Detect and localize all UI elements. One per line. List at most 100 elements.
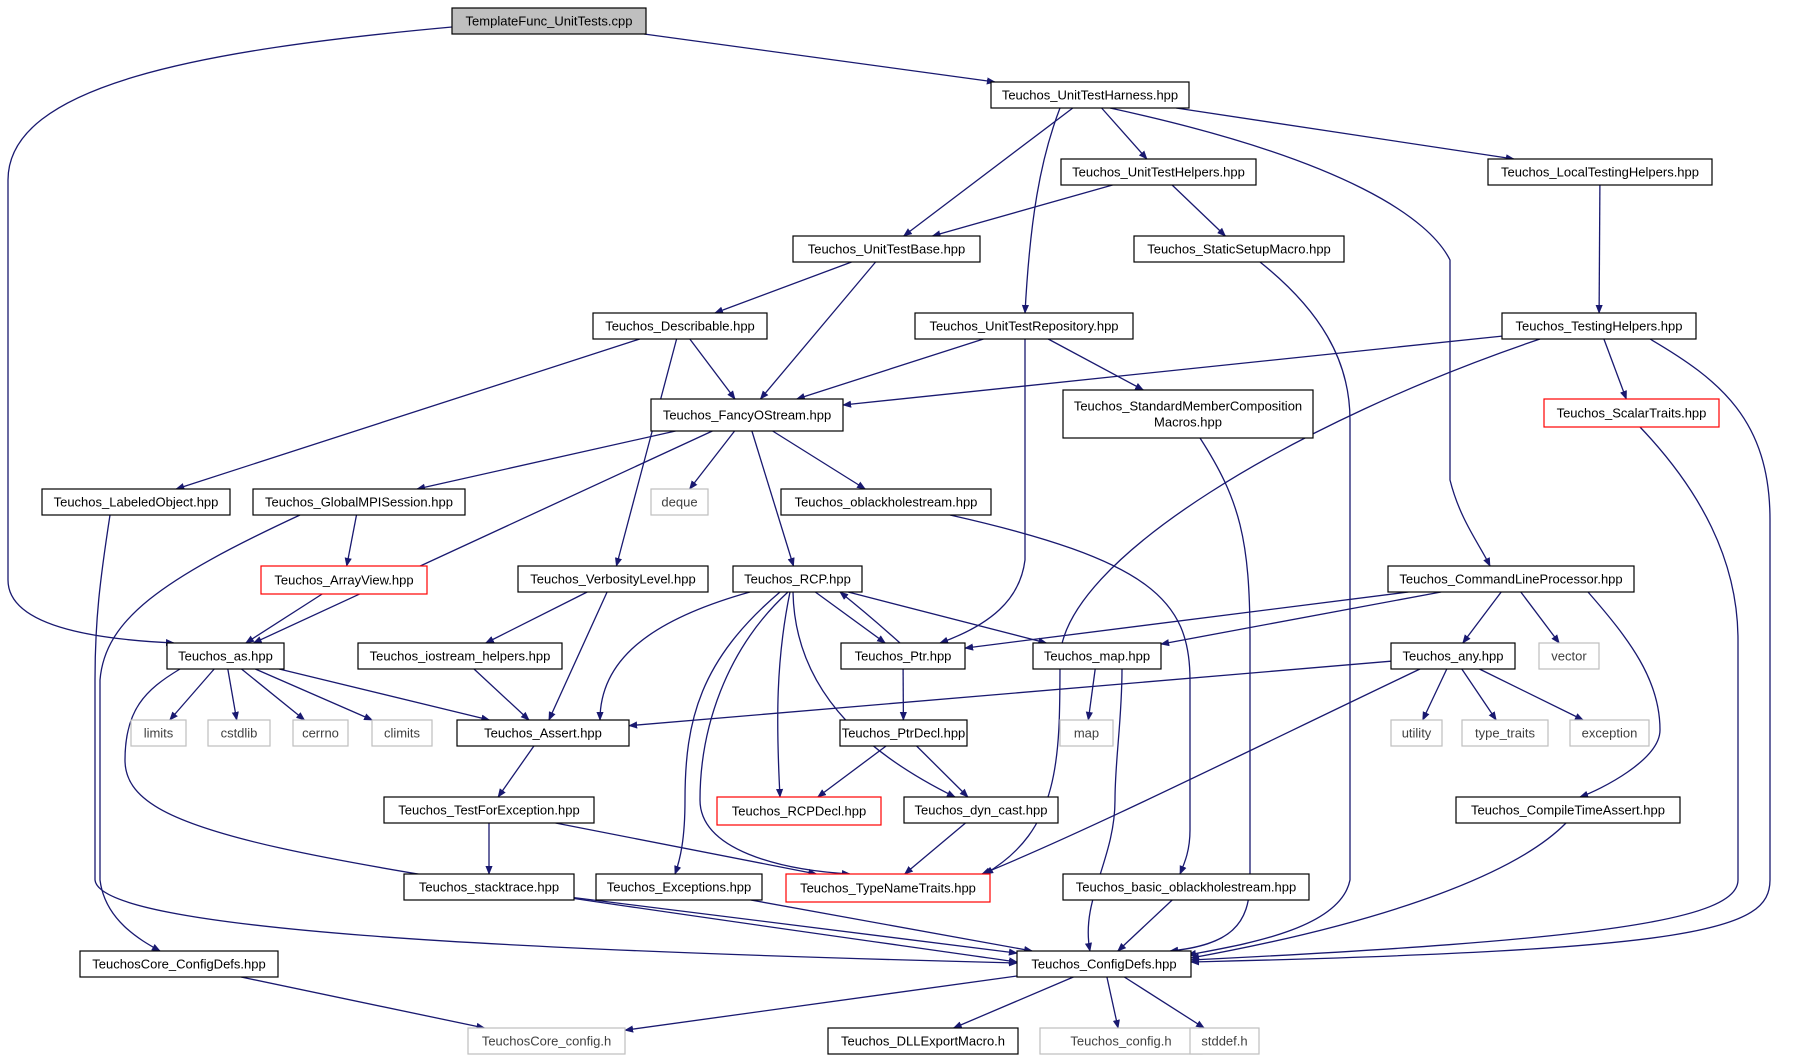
node-n43[interactable]: Teuchos_TypeNameTraits.hpp bbox=[785, 873, 991, 903]
node-label: utility bbox=[1402, 726, 1432, 741]
edge-n40-n46 bbox=[1190, 822, 1567, 961]
node-n27: limits bbox=[130, 719, 187, 747]
edge-n21-n46 bbox=[124, 668, 1018, 965]
node-n28: cstdlib bbox=[207, 719, 271, 747]
node-box bbox=[1390, 642, 1516, 670]
node-n34: utility bbox=[1390, 719, 1443, 747]
node-n40[interactable]: Teuchos_CompileTimeAssert.hpp bbox=[1455, 796, 1681, 824]
node-n11[interactable]: Teuchos_StandardMemberCompositionMacros.… bbox=[1062, 389, 1314, 439]
node-n7[interactable]: Teuchos_Describable.hpp bbox=[592, 312, 768, 340]
node-label: Teuchos_dyn_cast.hpp bbox=[915, 803, 1048, 818]
node-box bbox=[903, 796, 1059, 824]
edge-n10-n21 bbox=[252, 430, 713, 644]
edge-n21-n27 bbox=[169, 668, 215, 721]
node-label: TeuchosCore_ConfigDefs.hpp bbox=[92, 957, 265, 972]
node-box bbox=[650, 398, 844, 432]
node-n39[interactable]: Teuchos_dyn_cast.hpp bbox=[903, 796, 1059, 824]
node-n16[interactable]: Teuchos_oblackholestream.hpp bbox=[780, 488, 992, 516]
edge-n1-n21 bbox=[7, 26, 453, 647]
node-box bbox=[1060, 158, 1257, 186]
edge-n21-n29 bbox=[241, 668, 306, 721]
node-box bbox=[827, 1027, 1019, 1055]
node-label: Teuchos_TestingHelpers.hpp bbox=[1516, 319, 1683, 334]
edge-n7-n10 bbox=[689, 338, 736, 400]
node-box bbox=[383, 796, 595, 824]
edge-n20-n25 bbox=[1462, 591, 1502, 644]
edge-n10-n15 bbox=[689, 430, 736, 490]
edge-n5-n10 bbox=[759, 261, 877, 400]
edge-n8-n10 bbox=[795, 338, 984, 400]
node-label: Teuchos_any.hpp bbox=[1403, 649, 1504, 664]
node-n9[interactable]: Teuchos_TestingHelpers.hpp bbox=[1501, 312, 1697, 340]
node-n17[interactable]: Teuchos_ArrayView.hpp bbox=[260, 565, 428, 595]
node-n6[interactable]: Teuchos_StaticSetupMacro.hpp bbox=[1133, 235, 1345, 263]
edge-n19-n31 bbox=[596, 591, 751, 721]
node-n10[interactable]: Teuchos_FancyOStream.hpp bbox=[650, 398, 844, 432]
node-label: Teuchos_RCPDecl.hpp bbox=[732, 804, 866, 819]
node-n2[interactable]: Teuchos_UnitTestHarness.hpp bbox=[990, 81, 1190, 109]
edge-n14-n17 bbox=[344, 514, 358, 567]
node-n37[interactable]: Teuchos_TestForException.hpp bbox=[383, 796, 595, 824]
node-n35: type_traits bbox=[1461, 719, 1549, 747]
edge-n20-n40 bbox=[1579, 591, 1661, 798]
node-n46[interactable]: Teuchos_ConfigDefs.hpp bbox=[1016, 950, 1192, 978]
node-box bbox=[1032, 642, 1162, 670]
node-label: Teuchos_ScalarTraits.hpp bbox=[1557, 406, 1707, 421]
edge-n32-n39 bbox=[916, 745, 969, 798]
node-n41[interactable]: Teuchos_stacktrace.hpp bbox=[403, 873, 575, 901]
node-label: Teuchos_DLLExportMacro.h bbox=[841, 1034, 1005, 1049]
node-n48[interactable]: Teuchos_DLLExportMacro.h bbox=[827, 1027, 1019, 1055]
node-box bbox=[403, 873, 575, 901]
node-box bbox=[166, 642, 285, 670]
node-label: Teuchos_GlobalMPISession.hpp bbox=[265, 495, 453, 510]
node-n3[interactable]: Teuchos_UnitTestHelpers.hpp bbox=[1060, 158, 1257, 186]
node-box bbox=[1039, 1027, 1203, 1055]
node-label: cstdlib bbox=[221, 726, 258, 741]
node-label: Teuchos_VerbosityLevel.hpp bbox=[530, 572, 696, 587]
node-n20[interactable]: Teuchos_CommandLineProcessor.hpp bbox=[1387, 565, 1635, 593]
node-n42[interactable]: Teuchos_Exceptions.hpp bbox=[595, 873, 763, 901]
edge-n8-n23 bbox=[939, 339, 1026, 644]
edge-n20-n23 bbox=[964, 591, 1409, 651]
node-n29: cerrno bbox=[292, 719, 349, 747]
node-n21[interactable]: Teuchos_as.hpp bbox=[166, 642, 285, 670]
node-n8[interactable]: Teuchos_UnitTestRepository.hpp bbox=[914, 312, 1134, 340]
node-box bbox=[1059, 719, 1114, 747]
node-label: Teuchos_iostream_helpers.hpp bbox=[370, 649, 551, 664]
node-n25[interactable]: Teuchos_any.hpp bbox=[1390, 642, 1516, 670]
edge-n41-n46 bbox=[573, 896, 1018, 956]
edge-n21-n28 bbox=[227, 668, 239, 721]
node-label: Teuchos_StandardMemberComposition bbox=[1074, 399, 1302, 414]
node-n1[interactable]: TemplateFunc_UnitTests.cpp bbox=[451, 7, 647, 35]
node-n31[interactable]: Teuchos_Assert.hpp bbox=[456, 719, 630, 747]
node-n5[interactable]: Teuchos_UnitTestBase.hpp bbox=[792, 235, 981, 263]
node-label: limits bbox=[144, 726, 174, 741]
node-box bbox=[252, 488, 466, 516]
node-box bbox=[1487, 158, 1713, 186]
node-n18[interactable]: Teuchos_VerbosityLevel.hpp bbox=[517, 565, 709, 593]
node-box bbox=[451, 7, 647, 35]
edge-n22-n31 bbox=[473, 668, 530, 721]
node-label: Teuchos_stacktrace.hpp bbox=[419, 880, 559, 895]
node-n4[interactable]: Teuchos_LocalTestingHelpers.hpp bbox=[1487, 158, 1713, 186]
node-n14[interactable]: Teuchos_GlobalMPISession.hpp bbox=[252, 488, 466, 516]
node-box bbox=[292, 719, 349, 747]
node-n24[interactable]: Teuchos_map.hpp bbox=[1032, 642, 1162, 670]
node-label: Teuchos_Ptr.hpp bbox=[855, 649, 952, 664]
edge-n19-n23 bbox=[814, 591, 886, 644]
node-n13[interactable]: Teuchos_LabeledObject.hpp bbox=[41, 488, 231, 516]
node-n38[interactable]: Teuchos_RCPDecl.hpp bbox=[716, 796, 882, 826]
node-n44[interactable]: Teuchos_basic_oblackholestream.hpp bbox=[1062, 873, 1310, 901]
node-label: Teuchos_basic_oblackholestream.hpp bbox=[1076, 880, 1296, 895]
node-n32[interactable]: Teuchos_PtrDecl.hpp bbox=[839, 719, 968, 747]
node-box bbox=[840, 642, 966, 670]
node-n12[interactable]: Teuchos_ScalarTraits.hpp bbox=[1543, 398, 1720, 428]
node-n19[interactable]: Teuchos_RCP.hpp bbox=[732, 565, 863, 593]
node-box bbox=[1501, 312, 1697, 340]
node-n45[interactable]: TeuchosCore_ConfigDefs.hpp bbox=[79, 950, 279, 978]
node-label: Teuchos_RCP.hpp bbox=[744, 572, 851, 587]
edge-n32-n38 bbox=[817, 745, 887, 798]
node-n23[interactable]: Teuchos_Ptr.hpp bbox=[840, 642, 966, 670]
node-label: Teuchos_FancyOStream.hpp bbox=[663, 408, 831, 423]
node-n22[interactable]: Teuchos_iostream_helpers.hpp bbox=[357, 642, 563, 670]
